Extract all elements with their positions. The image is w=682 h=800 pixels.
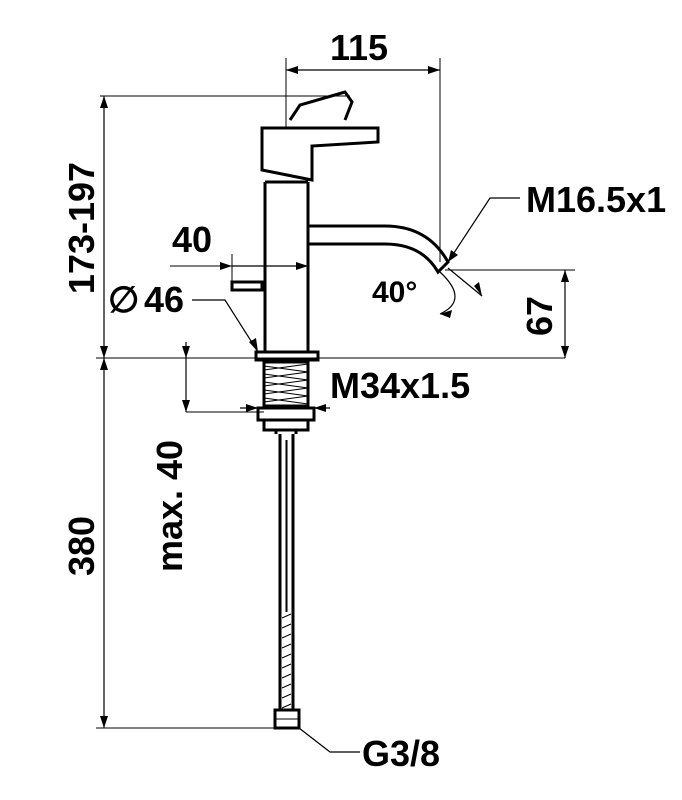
spout-thread-label: M16.5x1 [526, 179, 666, 220]
base-diameter-label: 46 [144, 279, 184, 320]
flexible-hose [273, 434, 301, 730]
spout-reach-label: 115 [330, 27, 388, 68]
base-diameter-symbol: ∅ [108, 279, 139, 320]
handle-block [260, 126, 380, 182]
threaded-shank [256, 360, 316, 434]
max-deck-thickness-label: max. 40 [149, 440, 190, 572]
dimension-labels: 115 173-197 40 ∅ 46 M16.5x1 40° 67 M34x1… [61, 27, 666, 774]
hose-length-label: 380 [61, 516, 102, 576]
pop-up-offset-label: 40 [172, 219, 212, 260]
faucet-body [230, 90, 450, 362]
body-column [263, 180, 310, 352]
dimension-lines [100, 66, 569, 753]
spout [308, 224, 450, 275]
hose-connection-label: G3/8 [362, 733, 440, 774]
lever-handle [288, 90, 354, 121]
shank-thread-label: M34x1.5 [330, 365, 470, 406]
mounting-nut [256, 406, 316, 422]
pop-up-rod [230, 280, 264, 292]
spout-angle-label: 40° [372, 276, 417, 309]
height-range-label: 173-197 [61, 162, 102, 294]
spout-outlet-height-label: 67 [519, 296, 560, 336]
base-flange [254, 350, 320, 362]
